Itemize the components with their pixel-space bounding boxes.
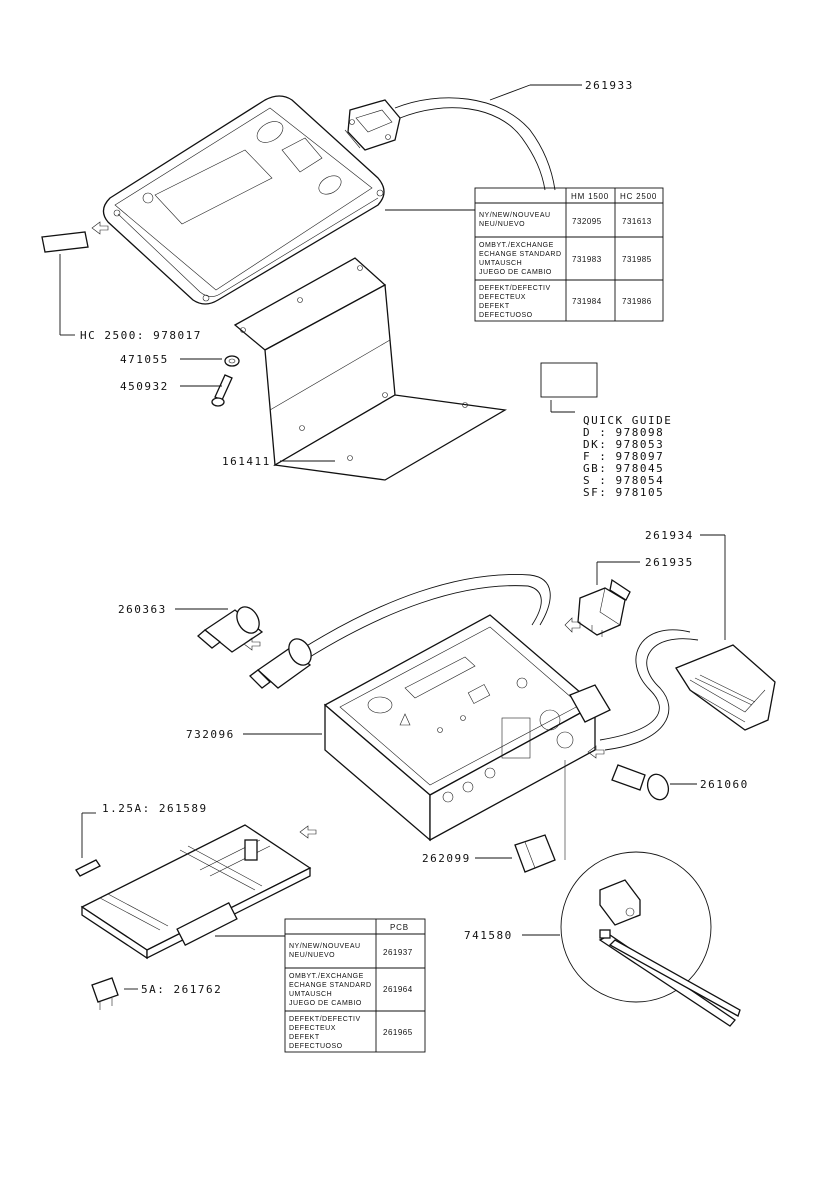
part-number-table-top: HM 1500 HC 2500 NY/NEW/NOUVEAU NEU/NUEVO… (474, 187, 664, 322)
label-fuse: 1.25A: 261589 (102, 802, 208, 815)
panel-socket (611, 764, 670, 801)
quick-guide-item: S : 978054 (583, 474, 664, 487)
table-row-text: DEFEKT/DEFECTIV (479, 285, 551, 292)
cable-gland (569, 684, 611, 723)
table-cell: 261937 (383, 948, 413, 957)
quick-guide-booklet (540, 362, 598, 398)
table-row-text: NY/NEW/NOUVEAU (479, 212, 551, 219)
dsub-connector (344, 99, 401, 151)
table-row-text: DEFECTUOSO (289, 1043, 343, 1050)
cable-261933 (394, 97, 556, 191)
table-row-text: UMTAUSCH (289, 991, 332, 998)
quick-guide-list: QUICK GUIDE D : 978098 DK: 978053 F : 97… (583, 414, 672, 499)
table-row-text: DEFEKT (479, 303, 510, 310)
part-number-table-pcb: PCB NY/NEW/NOUVEAU NEU/NUEVO 261937 OMBY… (284, 918, 426, 1053)
arrow-icon (243, 637, 261, 651)
table-row-text: DEFEKT (289, 1034, 320, 1041)
label-260363: 260363 (118, 603, 167, 616)
table-row-text: ECHANGE STANDARD (479, 251, 562, 258)
table-row-text: DEFECTUOSO (479, 312, 533, 319)
label-blade-fuse: 5A: 261762 (141, 983, 222, 996)
label-741580: 741580 (464, 929, 513, 942)
label-450932: 450932 (120, 380, 169, 393)
arrow-icon (587, 745, 605, 759)
quick-guide-item: SF: 978105 (583, 486, 664, 499)
box-display (404, 656, 476, 699)
washer (224, 355, 240, 367)
table-row-text: OMBYT./EXCHANGE (479, 242, 554, 249)
table-cell: 731985 (622, 255, 652, 264)
quick-guide-title: QUICK GUIDE (583, 414, 672, 427)
table-row-text: DEFECTEUX (289, 1025, 336, 1032)
table-header-pcb: PCB (390, 923, 409, 932)
warning-icon (399, 713, 411, 726)
table-cell: 731986 (622, 297, 652, 306)
top-assembly: 261933 HC 2500: 978017 (41, 79, 672, 499)
table-row-text: JUEGO DE CAMBIO (479, 269, 552, 276)
quick-guide-item: GB: 978045 (583, 462, 664, 475)
table-cell: 731984 (572, 297, 602, 306)
table-row-text: DEFECTEUX (479, 294, 526, 301)
table-row-text: NEU/NUEVO (289, 952, 335, 959)
cigarette-plug (249, 638, 312, 689)
label-sticker (41, 231, 89, 253)
screw (211, 374, 233, 407)
arrow-icon (299, 825, 317, 839)
detail-circle (560, 851, 712, 1003)
unit-button-top (256, 121, 284, 143)
table-cell: 261964 (383, 985, 413, 994)
table-row-text: NY/NEW/NOUVEAU (289, 943, 361, 950)
logo-icon (142, 192, 154, 204)
unit-button-middle (281, 137, 323, 173)
quick-guide-item: DK: 978053 (583, 438, 664, 451)
table-row-text: JUEGO DE CAMBIO (289, 1000, 362, 1007)
quick-guide-item: F : 978097 (583, 450, 664, 463)
label-261933: 261933 (585, 79, 634, 92)
table-header-hm1500: HM 1500 (571, 192, 609, 201)
cable-tie (598, 929, 741, 1027)
table-cell: 731983 (572, 255, 602, 264)
table-cell: 732095 (572, 217, 602, 226)
label-hc2500: HC 2500: 978017 (80, 329, 202, 342)
relay-module (514, 834, 556, 873)
label-471055: 471055 (120, 353, 169, 366)
control-box (323, 614, 597, 842)
multi-pin-connector (675, 644, 776, 731)
table-row-text: ECHANGE STANDARD (289, 982, 372, 989)
logo-icon (367, 696, 393, 714)
cable-tie-mount (599, 879, 641, 926)
pcb-board (80, 824, 312, 960)
label-261935: 261935 (645, 556, 694, 569)
label-261934: 261934 (645, 529, 694, 542)
table-row-text: UMTAUSCH (479, 260, 522, 267)
unit-button-bottom (318, 175, 342, 195)
label-732096: 732096 (186, 728, 235, 741)
label-161411: 161411 (222, 455, 271, 468)
unit-display (154, 149, 273, 225)
handheld-unit (102, 95, 385, 305)
quick-guide-item: D : 978098 (583, 426, 664, 439)
toggle-switch (577, 578, 631, 637)
glass-fuse (75, 859, 101, 877)
label-261060: 261060 (700, 778, 749, 791)
table-header-hc2500: HC 2500 (620, 192, 657, 201)
table-row-text: DEFEKT/DEFECTIV (289, 1016, 361, 1023)
table-row-text: OMBYT./EXCHANGE (289, 973, 364, 980)
table-row-text: NEU/NUEVO (479, 221, 525, 228)
arrow-icon (91, 221, 109, 235)
table-cell: 261965 (383, 1028, 413, 1037)
mounting-bracket (233, 257, 507, 481)
blade-fuse (91, 977, 119, 1003)
cigarette-plug-socket (197, 606, 264, 653)
table-cell: 731613 (622, 217, 652, 226)
arrow-icon (564, 617, 581, 633)
bottom-assembly: 261934 261935 (75, 529, 776, 1053)
label-262099: 262099 (422, 852, 471, 865)
